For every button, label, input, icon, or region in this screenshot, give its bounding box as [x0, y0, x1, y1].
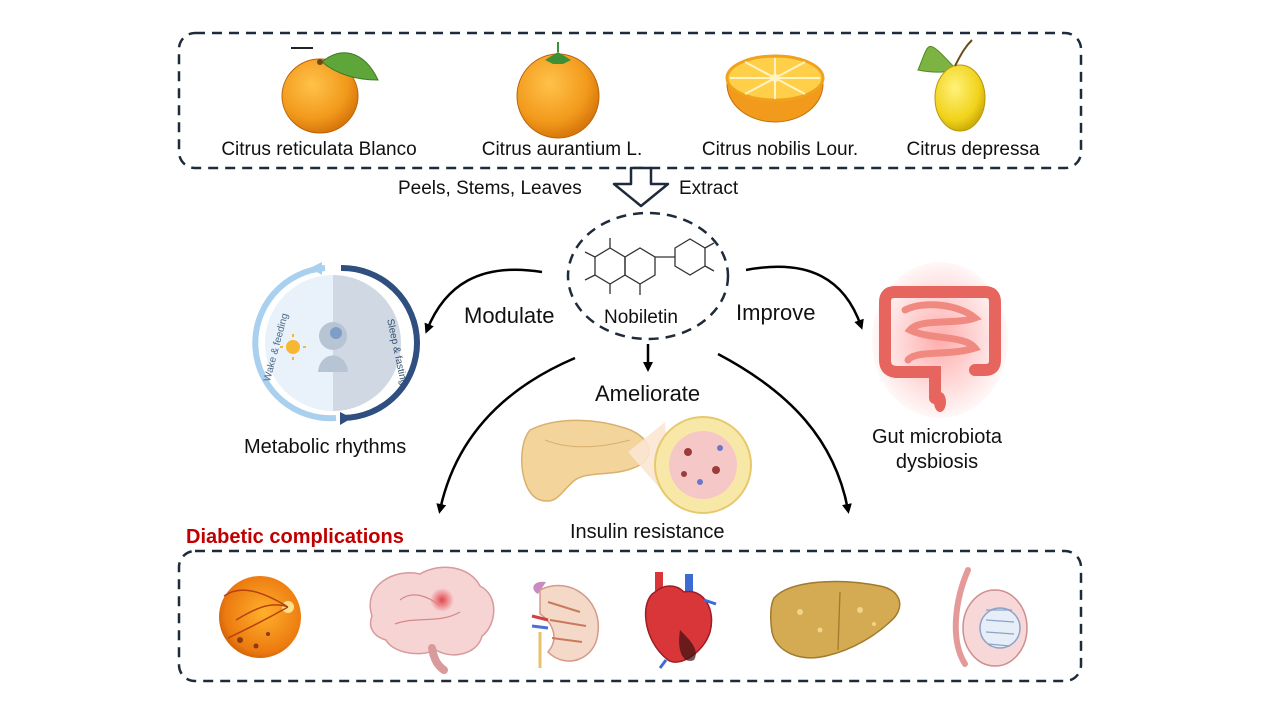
- improve-label: Improve: [736, 300, 816, 325]
- citrus-aurantium-icon: [516, 42, 600, 139]
- ameliorate-label: Ameliorate: [595, 381, 701, 406]
- citrus-nobilis-label: Citrus nobilis Lour.: [701, 139, 859, 160]
- brain-icon: [369, 566, 495, 674]
- citrus-source-box: [177, 31, 1083, 170]
- nobiletin-structure-icon: [584, 238, 715, 295]
- modulate-label: Modulate: [464, 303, 555, 328]
- complications-arrow-right: [717, 352, 852, 514]
- citrus-depressa-label: Citrus depressa: [906, 139, 1040, 160]
- heart-icon: [644, 572, 717, 669]
- circadian-clock-icon: [252, 262, 420, 425]
- complications-arrow-left: [436, 356, 576, 514]
- gut-microbiota-label-line1: Gut microbiota: [871, 426, 1003, 448]
- citrus-depressa-icon: [917, 39, 986, 132]
- retina-icon: [219, 576, 301, 658]
- pancreas-icon: [520, 419, 650, 502]
- gut-microbiota-label-line2: dysbiosis: [895, 451, 979, 473]
- testis-icon: [952, 567, 1028, 667]
- citrus-nobilis-icon: [725, 54, 825, 123]
- kidney-icon: [531, 581, 599, 668]
- insulin-resistance-label: Insulin resistance: [570, 521, 725, 543]
- plant-parts-label: Peels, Stems, Leaves: [398, 178, 582, 199]
- compound-name: Nobiletin: [604, 307, 678, 328]
- liver-icon: [769, 580, 901, 659]
- extract-arrow: [612, 166, 670, 208]
- modulate-arrow: [424, 268, 543, 334]
- citrus-aurantium-label: Citrus aurantium L.: [481, 139, 643, 160]
- complications-box: [177, 549, 1083, 683]
- extract-label: Extract: [679, 178, 739, 199]
- islet-icon: [654, 416, 752, 514]
- citrus-reticulata-label: Citrus reticulata Blanco: [221, 139, 417, 160]
- citrus-reticulata-icon: [281, 47, 379, 134]
- nobiletin-circle: [566, 211, 730, 341]
- metabolic-rhythms-label: Metabolic rhythms: [244, 436, 407, 458]
- complications-title: Diabetic complications: [186, 526, 404, 548]
- gut-icon: [872, 262, 1008, 418]
- improve-arrow: [745, 265, 864, 330]
